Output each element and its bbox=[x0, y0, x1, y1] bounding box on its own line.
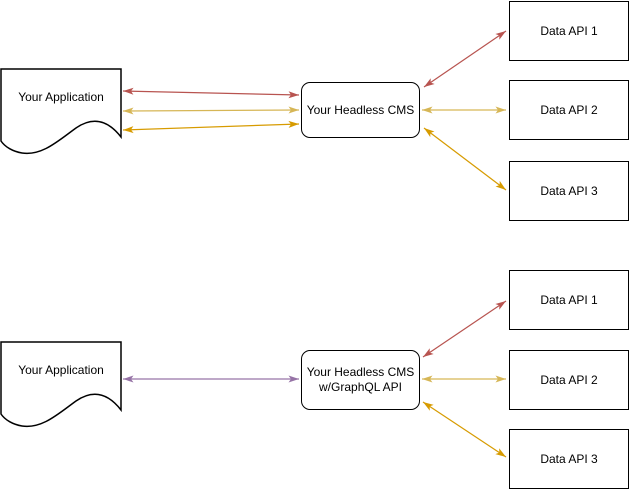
application-label-top: Your Application bbox=[18, 89, 104, 104]
data-api-3-box-bottom: Data API 3 bbox=[509, 429, 629, 489]
arrow-cms-api3-orange-bottom bbox=[422, 401, 507, 458]
cms-graphql-label-line1: Your Headless CMS bbox=[306, 365, 415, 379]
cms-box-top: Your Headless CMS bbox=[301, 82, 420, 138]
application-shape-top bbox=[0, 68, 122, 155]
arrow-app-cms-orange-top bbox=[122, 120, 300, 134]
data-api-1-box-top: Data API 1 bbox=[509, 1, 629, 61]
arrow-app-cms-red-top bbox=[122, 87, 300, 99]
arrow-cms-api1-red-top bbox=[423, 30, 507, 88]
arrow-cms-api1-red-bottom bbox=[422, 300, 507, 358]
arrow-app-cms-yellow-top bbox=[122, 106, 300, 115]
cms-graphql-label: Your Headless CMS w/GraphQL API bbox=[307, 365, 415, 395]
application-label-bottom: Your Application bbox=[18, 362, 104, 377]
application-shape-bottom bbox=[0, 341, 122, 428]
data-api-1-box-bottom: Data API 1 bbox=[509, 270, 629, 330]
cms-graphql-box-bottom: Your Headless CMS w/GraphQL API bbox=[301, 350, 420, 410]
data-api-2-box-bottom: Data API 2 bbox=[509, 350, 629, 410]
arrow-cms-api3-orange-top bbox=[423, 127, 507, 191]
data-api-2-box-top: Data API 2 bbox=[509, 80, 629, 140]
data-api-3-box-top: Data API 3 bbox=[509, 161, 629, 221]
cms-graphql-label-line2: w/GraphQL API bbox=[319, 380, 402, 394]
